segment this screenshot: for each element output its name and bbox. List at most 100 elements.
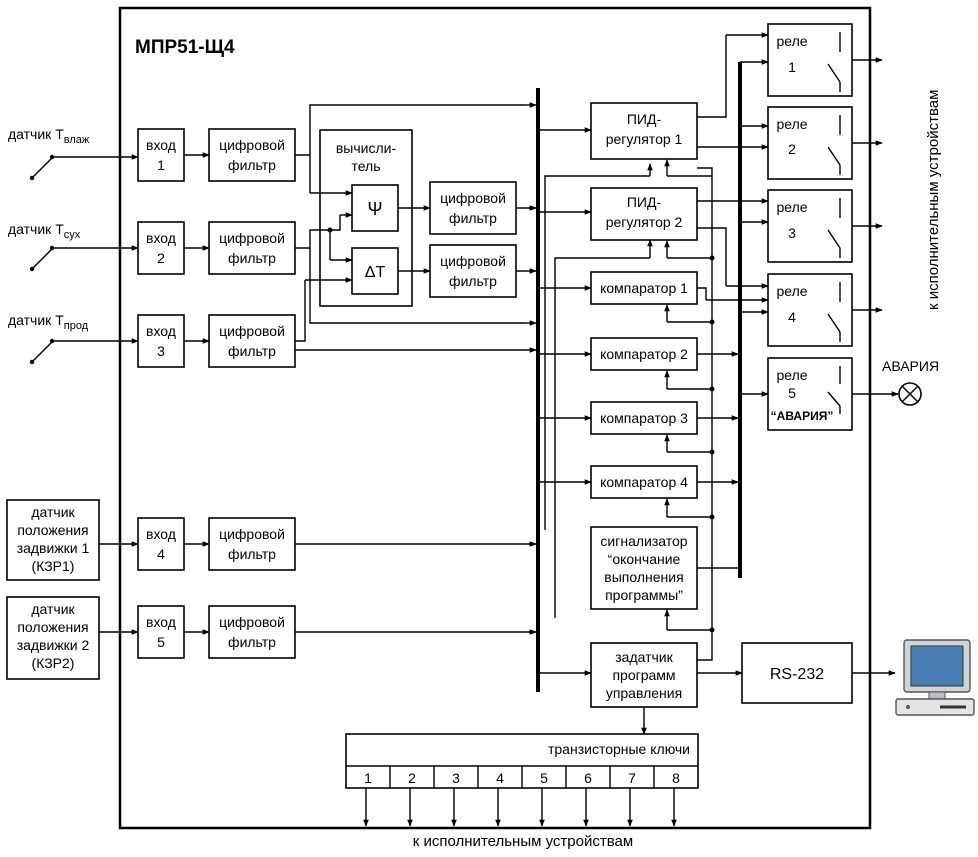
signalizer-block: сигнализатор “окончание выполнения прогр… — [590, 526, 698, 610]
sensor-subscript: сух — [64, 229, 81, 241]
svg-text:компаратор 3: компаратор 3 — [600, 410, 688, 426]
to-devices-bottom-label: к исполнительным устройствам — [413, 833, 633, 850]
key-number: 6 — [584, 770, 592, 786]
sensor-label: датчик Т — [8, 221, 64, 237]
svg-text:(КЗР2): (КЗР2) — [32, 655, 75, 671]
digital-filter-2: цифровой фильтр — [208, 221, 296, 275]
pid-regulator-2: ПИД- регулятор 2 — [590, 187, 698, 241]
svg-text:датчик Твлаж: датчик Твлаж — [8, 126, 90, 146]
digital-filter-psi: цифровой фильтр — [429, 181, 517, 235]
svg-text:4: 4 — [157, 546, 165, 562]
svg-text:реле: реле — [776, 116, 807, 132]
svg-text:реле: реле — [776, 33, 807, 49]
key-number: 4 — [496, 770, 504, 786]
svg-text:фильтр: фильтр — [228, 634, 276, 650]
svg-text:ПИД-: ПИД- — [627, 111, 662, 127]
svg-text:цифровой: цифровой — [440, 253, 506, 269]
comparator-4: компаратор 4 — [590, 465, 698, 499]
svg-text:фильтр: фильтр — [449, 210, 497, 226]
svg-text:5: 5 — [788, 385, 796, 401]
pid-regulator-1: ПИД- регулятор 1 — [590, 102, 698, 160]
comparator-1: компаратор 1 — [590, 271, 698, 305]
svg-text:цифровой: цифровой — [219, 526, 285, 542]
svg-text:программы”: программы” — [605, 587, 683, 603]
svg-text:цифровой: цифровой — [219, 614, 285, 630]
sensor-subscript: прод — [64, 320, 89, 332]
svg-text:цифровой: цифровой — [219, 230, 285, 246]
to-devices-right-label: к исполнительным устройствам — [925, 90, 942, 310]
relay-4: реле 4 — [767, 273, 853, 347]
svg-text:“окончание: “окончание — [608, 551, 681, 567]
svg-text:датчик: датчик — [31, 504, 75, 520]
comparator-3: компаратор 3 — [590, 401, 698, 435]
svg-text:фильтр: фильтр — [228, 343, 276, 359]
key-number: 1 — [364, 770, 372, 786]
svg-text:положения: положения — [17, 522, 88, 538]
svg-text:4: 4 — [788, 309, 796, 325]
sensor-t-wet: датчик Твлаж — [8, 126, 90, 181]
alarm-lamp-icon — [898, 382, 922, 406]
svg-text:фильтр: фильтр — [228, 250, 276, 266]
rs232-block: RS-232 — [741, 642, 853, 704]
svg-text:фильтр: фильтр — [228, 157, 276, 173]
svg-text:вход: вход — [146, 137, 176, 153]
svg-text:фильтр: фильтр — [449, 273, 497, 289]
sensor-label: датчик Т — [8, 126, 64, 142]
svg-text:(КЗР1): (КЗР1) — [32, 558, 75, 574]
svg-text:1: 1 — [788, 59, 796, 75]
svg-text:сигнализатор: сигнализатор — [600, 533, 687, 549]
svg-text:компаратор 2: компаратор 2 — [600, 346, 688, 362]
svg-text:реле: реле — [776, 199, 807, 215]
svg-text:вход: вход — [146, 230, 176, 246]
digital-filter-4: цифровой фильтр — [208, 517, 296, 571]
digital-filter-delta: цифровой фильтр — [429, 244, 517, 298]
delta-t-block: ΔT — [351, 247, 399, 295]
svg-text:цифровой: цифровой — [440, 190, 506, 206]
svg-text:реле: реле — [776, 367, 807, 383]
position-sensor-2: датчик положения задвижки 2 (КЗР2) — [6, 596, 100, 680]
svg-text:регулятор 1: регулятор 1 — [606, 131, 683, 147]
svg-text:1: 1 — [157, 157, 165, 173]
device-frame — [118, 6, 872, 830]
svg-text:RS-232: RS-232 — [770, 666, 824, 683]
svg-text:регулятор 2: регулятор 2 — [606, 214, 683, 230]
svg-text:выполнения: выполнения — [604, 569, 683, 585]
svg-text:компаратор 4: компаратор 4 — [600, 474, 688, 490]
position-sensor-1: датчик положения задвижки 1 (КЗР1) — [6, 499, 100, 581]
device-title: МПР51-Щ4 — [135, 37, 235, 58]
psi-block: Ψ — [351, 184, 399, 232]
input-3: вход 3 — [137, 314, 185, 368]
svg-text:вход: вход — [146, 614, 176, 630]
input-5: вход 5 — [137, 605, 185, 659]
comparator-2: компаратор 2 — [590, 337, 698, 371]
key-number: 5 — [540, 770, 548, 786]
input-1: вход 1 — [137, 128, 185, 182]
alarm-label: АВАРИЯ — [882, 358, 939, 374]
key-number: 7 — [628, 770, 636, 786]
relay-1: реле 1 — [767, 23, 853, 97]
sensor-subscript: влаж — [64, 134, 90, 146]
svg-text:3: 3 — [788, 225, 796, 241]
input-2: вход 2 — [137, 221, 185, 275]
svg-text:вычисли-: вычисли- — [336, 140, 397, 156]
svg-text:транзисторные ключи: транзисторные ключи — [548, 741, 690, 757]
svg-text:компаратор 1: компаратор 1 — [600, 280, 688, 296]
key-number: 3 — [452, 770, 460, 786]
svg-text:цифровой: цифровой — [219, 137, 285, 153]
svg-text:ΔT: ΔT — [365, 264, 386, 281]
digital-filter-1: цифровой фильтр — [208, 128, 296, 182]
svg-text:2: 2 — [157, 250, 165, 266]
svg-text:программ: программ — [612, 667, 675, 683]
svg-text:“АВАРИЯ”: “АВАРИЯ” — [771, 409, 834, 423]
svg-text:датчик: датчик — [31, 601, 75, 617]
svg-text:2: 2 — [788, 141, 796, 157]
svg-text:вход: вход — [146, 526, 176, 542]
svg-text:вход: вход — [146, 323, 176, 339]
svg-text:цифровой: цифровой — [219, 323, 285, 339]
relay-2: реле 2 — [767, 106, 853, 180]
svg-text:Ψ: Ψ — [367, 199, 382, 219]
input-4: вход 4 — [137, 517, 185, 571]
digital-filter-5: цифровой фильтр — [208, 605, 296, 659]
